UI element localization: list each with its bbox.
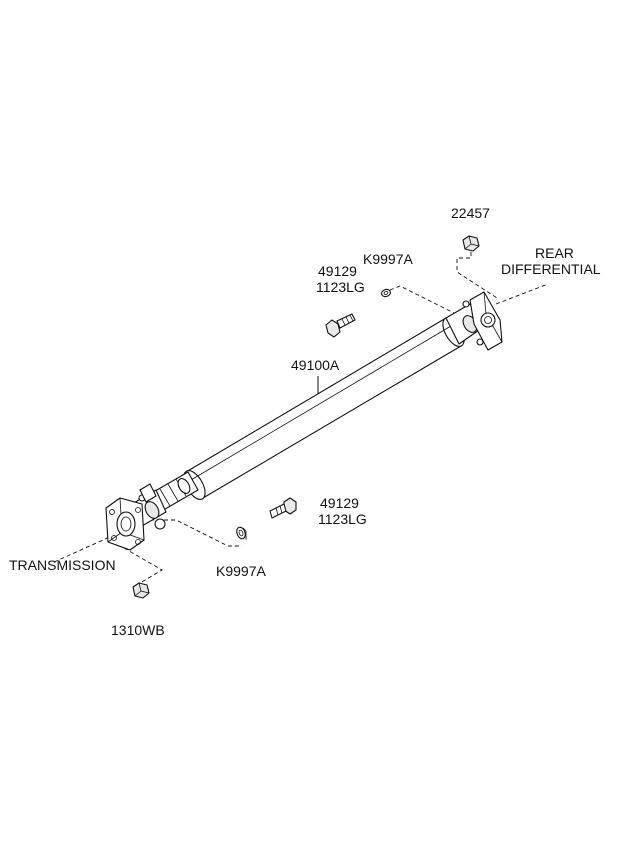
label-k9997a-bottom: K9997A — [216, 563, 266, 579]
label-1123lg-mid: 1123LG — [318, 511, 367, 527]
leader-lines — [53, 252, 549, 584]
nut-22457-icon — [462, 235, 480, 252]
nut-1310wb-icon — [132, 582, 150, 599]
label-k9997a-top: K9997A — [363, 251, 413, 267]
shaft-tube — [183, 317, 465, 500]
label-transmission: TRANSMISSION — [9, 557, 116, 573]
washer-k9997a-top-icon — [381, 288, 391, 298]
part-labels: 22457 K9997A 49129 1123LG REAR DIFFERENT… — [9, 205, 601, 638]
label-rear: REAR — [535, 245, 574, 261]
washer-k9997a-bottom-icon — [236, 526, 247, 540]
front-flange — [105, 497, 145, 551]
label-22457: 22457 — [451, 205, 490, 221]
label-49100a: 49100A — [291, 357, 340, 373]
label-1310wb: 1310WB — [111, 622, 165, 638]
rear-universal-joint — [445, 300, 484, 346]
label-differential: DIFFERENTIAL — [501, 261, 601, 277]
bolt-49129-mid-icon — [269, 497, 297, 519]
label-49129-top: 49129 — [318, 263, 357, 279]
label-49129-mid: 49129 — [320, 495, 359, 511]
label-1123lg-top: 1123LG — [316, 279, 365, 295]
rear-flange — [469, 291, 503, 351]
bolt-49129-top-icon — [325, 313, 356, 338]
